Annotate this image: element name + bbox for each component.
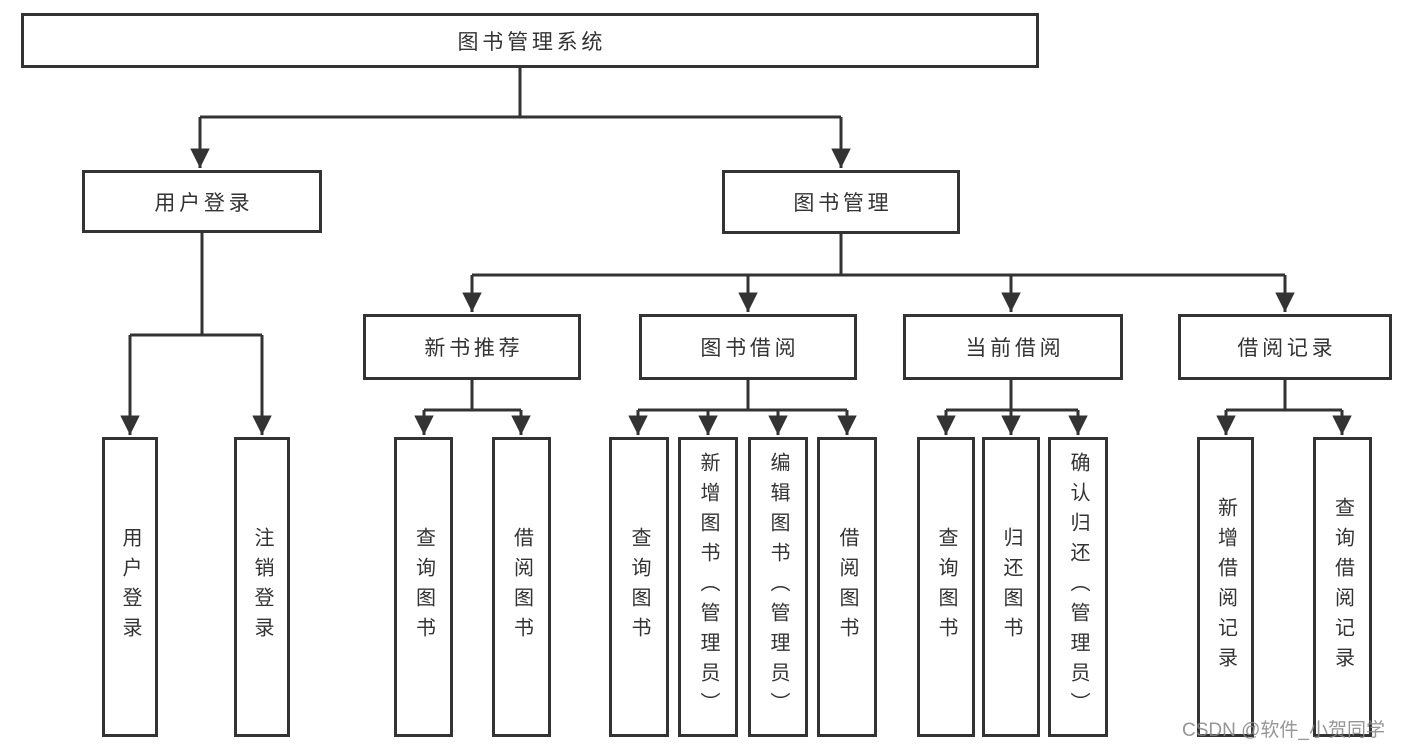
leaf-confirm-return-admin-label: 确认归还（管理员） — [1067, 452, 1089, 722]
leaf-borrow-books: 借阅图书 — [817, 437, 877, 737]
node-library-management-system: 图书管理系统 — [21, 13, 1039, 68]
leaf-borrow-books-recommend-label: 借阅图书 — [510, 527, 533, 647]
node-book-borrow: 图书借阅 — [639, 314, 857, 380]
leaf-user-login: 用户登录 — [102, 437, 158, 737]
leaf-logout: 注销登录 — [234, 437, 290, 737]
node-book-management: 图书管理 — [722, 170, 960, 234]
leaf-edit-books-admin-label: 编辑图书（管理员） — [767, 452, 789, 722]
leaf-query-books-recommend: 查询图书 — [394, 437, 453, 737]
leaf-query-books-current-label: 查询图书 — [935, 527, 957, 647]
leaf-borrow-books-recommend: 借阅图书 — [492, 437, 551, 737]
node-current-borrow: 当前借阅 — [903, 314, 1123, 380]
leaf-query-books-recommend-label: 查询图书 — [412, 527, 435, 647]
csdn-watermark: CSDN @软件_小贺同学 — [1182, 720, 1385, 741]
leaf-user-login-label: 用户登录 — [119, 527, 141, 647]
leaf-query-books-current: 查询图书 — [917, 437, 975, 737]
leaf-query-books-borrow-label: 查询图书 — [628, 527, 650, 647]
node-user-login: 用户登录 — [82, 170, 322, 233]
leaf-add-borrow-record-label: 新增借阅记录 — [1214, 497, 1237, 677]
leaf-logout-label: 注销登录 — [251, 527, 273, 647]
leaf-query-books-borrow: 查询图书 — [609, 437, 669, 737]
leaf-borrow-books-label: 借阅图书 — [836, 527, 858, 647]
leaf-edit-books-admin: 编辑图书（管理员） — [748, 437, 808, 737]
leaf-query-borrow-record-label: 查询借阅记录 — [1331, 497, 1354, 677]
leaf-query-borrow-record: 查询借阅记录 — [1313, 437, 1372, 737]
leaf-add-borrow-record: 新增借阅记录 — [1197, 437, 1254, 737]
leaf-return-books-label: 归还图书 — [1000, 527, 1022, 647]
leaf-add-books-admin: 新增图书（管理员） — [678, 437, 738, 737]
leaf-return-books: 归还图书 — [982, 437, 1040, 737]
leaf-confirm-return-admin: 确认归还（管理员） — [1048, 437, 1108, 737]
node-new-book-recommend: 新书推荐 — [363, 314, 581, 380]
node-borrow-records: 借阅记录 — [1178, 314, 1392, 380]
leaf-add-books-admin-label: 新增图书（管理员） — [697, 452, 719, 722]
